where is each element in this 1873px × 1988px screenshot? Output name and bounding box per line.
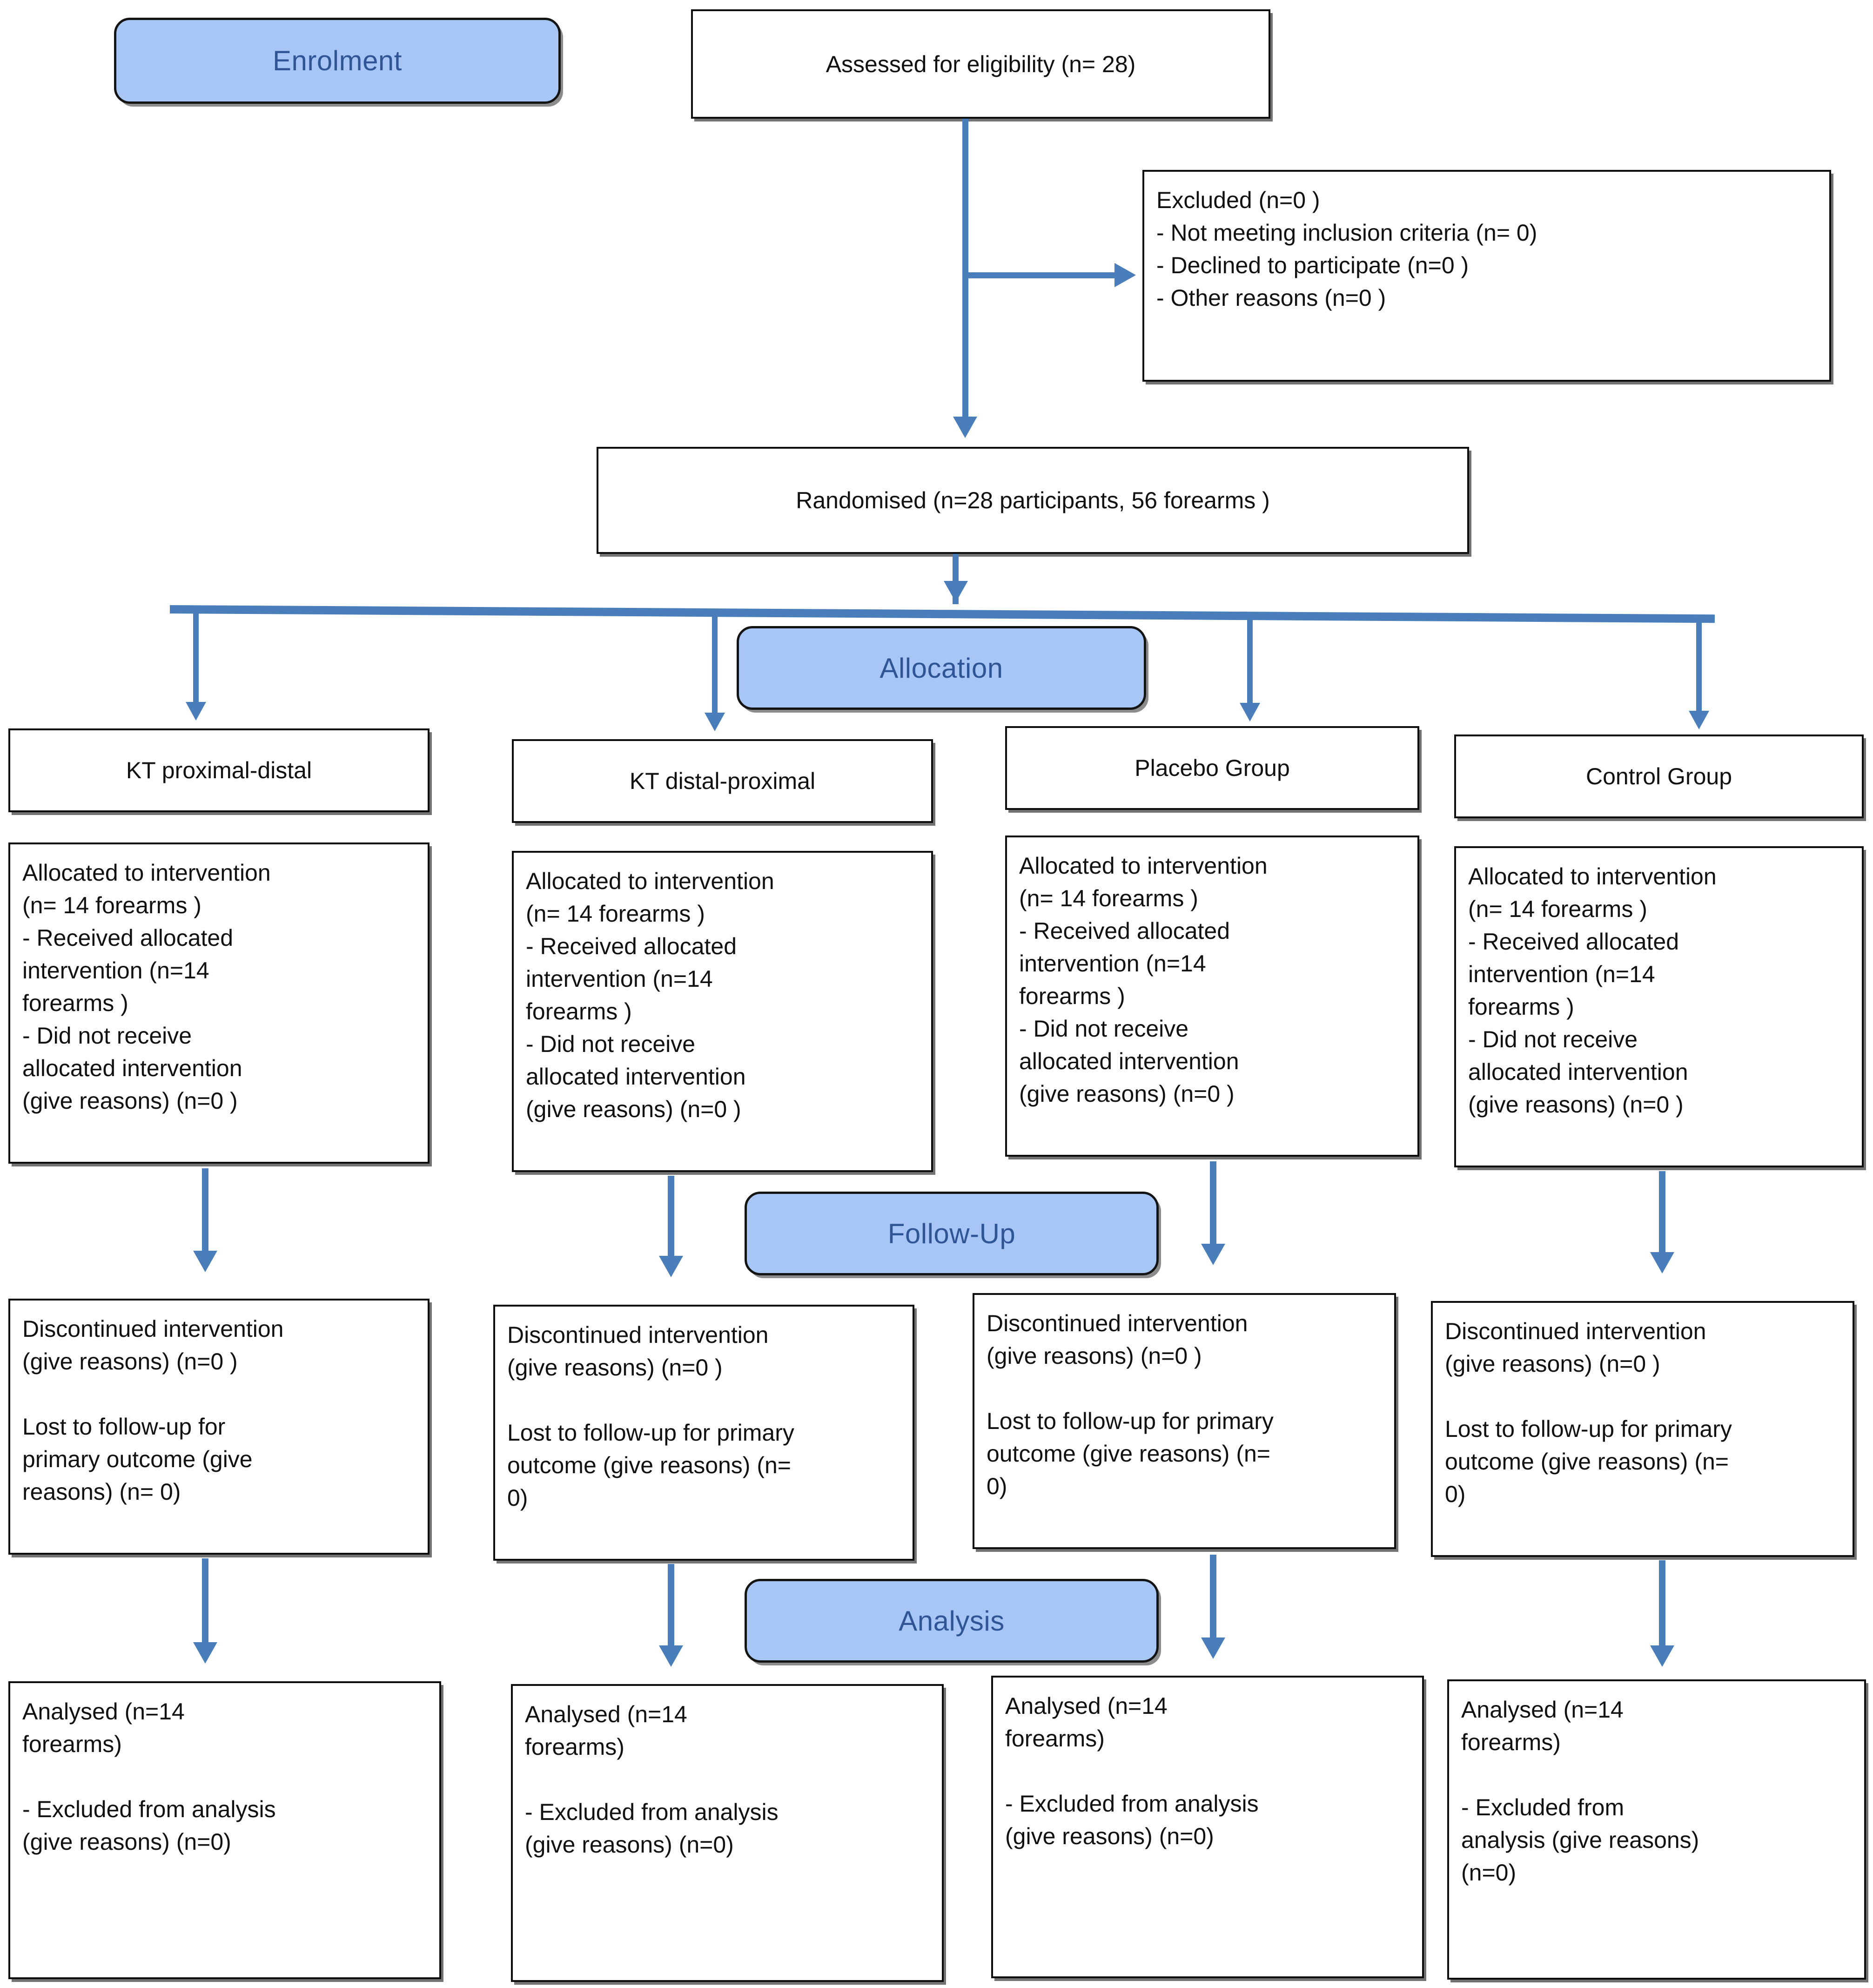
allocation-text-3: Allocated to intervention (n= 14 forearm… xyxy=(1019,853,1268,1107)
group-header-box-4: Control Group xyxy=(1454,735,1864,818)
followup-box-2: Discontinued intervention (give reasons)… xyxy=(493,1305,914,1561)
arrowhead-split-to-column-3 xyxy=(1240,703,1260,721)
randomised-box: Randomised (n=28 participants, 56 forear… xyxy=(597,447,1469,554)
stage-banner-enrolment: Enrolment xyxy=(114,18,561,104)
connector-split-to-column-3 xyxy=(1247,615,1253,708)
arrowhead-followup-to-analysis-1 xyxy=(193,1642,217,1664)
allocation-box-2: Allocated to intervention (n= 14 forearm… xyxy=(512,851,933,1172)
group-header-label-2: KT distal-proximal xyxy=(629,768,816,794)
followup-text-1: Discontinued intervention (give reasons)… xyxy=(22,1316,284,1505)
allocation-text-4: Allocated to intervention (n= 14 forearm… xyxy=(1468,863,1717,1118)
arrowhead-followup-to-analysis-3 xyxy=(1201,1638,1225,1659)
arrowhead-randomised-to-split xyxy=(944,581,968,602)
group-header-box-3: Placebo Group xyxy=(1005,726,1419,810)
stage-banner-followup-label: Follow-Up xyxy=(887,1218,1016,1249)
stage-banner-followup: Follow-Up xyxy=(745,1192,1159,1275)
stage-banner-allocation: Allocation xyxy=(737,626,1146,710)
arrowhead-allocation-to-followup-4 xyxy=(1650,1252,1674,1274)
connector-allocation-to-followup-3 xyxy=(1210,1161,1216,1247)
analysis-text-3: Analysed (n=14 forearms) - Excluded from… xyxy=(1005,1693,1259,1849)
arrowhead-allocation-to-followup-2 xyxy=(659,1256,683,1277)
connector-followup-to-analysis-1 xyxy=(202,1558,208,1647)
analysis-text-1: Analysed (n=14 forearms) - Excluded from… xyxy=(22,1698,276,1855)
analysis-text-4: Analysed (n=14 forearms) - Excluded from… xyxy=(1461,1697,1699,1886)
allocation-box-4: Allocated to intervention (n= 14 forearm… xyxy=(1454,846,1864,1167)
connector-followup-to-analysis-4 xyxy=(1659,1560,1665,1649)
followup-text-2: Discontinued intervention (give reasons)… xyxy=(507,1322,794,1511)
group-header-box-2: KT distal-proximal xyxy=(512,739,933,823)
arrowhead-split-to-column-4 xyxy=(1689,711,1709,729)
followup-box-4: Discontinued intervention (give reasons)… xyxy=(1431,1301,1854,1557)
analysis-text-2: Analysed (n=14 forearms) - Excluded from… xyxy=(525,1701,779,1858)
stage-banner-analysis: Analysis xyxy=(745,1579,1159,1663)
arrowhead-assessed-to-randomised xyxy=(953,417,977,438)
excluded-box: Excluded (n=0 ) - Not meeting inclusion … xyxy=(1142,170,1831,382)
excluded-text: Excluded (n=0 ) - Not meeting inclusion … xyxy=(1156,187,1537,311)
allocation-distribution-bar xyxy=(169,605,1715,623)
assessed-for-eligibility-text: Assessed for eligibility (n= 28) xyxy=(826,51,1136,77)
allocation-box-1: Allocated to intervention (n= 14 forearm… xyxy=(8,842,430,1164)
connector-split-to-column-4 xyxy=(1696,617,1702,715)
connector-assessed-to-randomised xyxy=(962,119,968,421)
analysis-box-2: Analysed (n=14 forearms) - Excluded from… xyxy=(511,1684,944,1982)
followup-box-1: Discontinued intervention (give reasons)… xyxy=(8,1299,430,1555)
followup-text-3: Discontinued intervention (give reasons)… xyxy=(987,1310,1274,1499)
connector-split-to-column-1 xyxy=(193,611,199,706)
connector-assessed-to-excluded xyxy=(968,272,1120,278)
connector-followup-to-analysis-2 xyxy=(668,1564,674,1650)
followup-text-4: Discontinued intervention (give reasons)… xyxy=(1445,1318,1732,1507)
randomised-text: Randomised (n=28 participants, 56 forear… xyxy=(796,487,1270,513)
arrowhead-split-to-column-2 xyxy=(705,713,725,731)
assessed-for-eligibility-box: Assessed for eligibility (n= 28) xyxy=(691,9,1270,119)
analysis-box-4: Analysed (n=14 forearms) - Excluded from… xyxy=(1447,1679,1866,1980)
connector-allocation-to-followup-1 xyxy=(202,1168,208,1254)
analysis-box-3: Analysed (n=14 forearms) - Excluded from… xyxy=(991,1676,1424,1978)
stage-banner-allocation-label: Allocation xyxy=(879,652,1003,684)
group-header-label-3: Placebo Group xyxy=(1135,755,1290,781)
allocation-box-3: Allocated to intervention (n= 14 forearm… xyxy=(1005,836,1419,1157)
arrowhead-split-to-column-1 xyxy=(186,702,206,721)
connector-allocation-to-followup-2 xyxy=(668,1176,674,1260)
arrowhead-followup-to-analysis-4 xyxy=(1650,1645,1674,1667)
arrowhead-assessed-to-excluded xyxy=(1114,263,1136,287)
group-header-box-1: KT proximal-distal xyxy=(8,728,430,812)
connector-followup-to-analysis-3 xyxy=(1210,1555,1216,1641)
arrowhead-followup-to-analysis-2 xyxy=(659,1645,683,1667)
analysis-box-1: Analysed (n=14 forearms) - Excluded from… xyxy=(8,1681,441,1979)
arrowhead-allocation-to-followup-1 xyxy=(193,1251,217,1272)
stage-banner-analysis-label: Analysis xyxy=(899,1605,1005,1637)
group-header-label-1: KT proximal-distal xyxy=(126,757,312,783)
allocation-text-2: Allocated to intervention (n= 14 forearm… xyxy=(526,868,774,1122)
followup-box-3: Discontinued intervention (give reasons)… xyxy=(973,1293,1396,1549)
stage-banner-enrolment-label: Enrolment xyxy=(273,45,402,76)
allocation-text-1: Allocated to intervention (n= 14 forearm… xyxy=(22,860,271,1114)
arrowhead-allocation-to-followup-3 xyxy=(1201,1244,1225,1265)
connector-allocation-to-followup-4 xyxy=(1659,1171,1665,1256)
connector-split-to-column-2 xyxy=(712,613,718,717)
group-header-label-4: Control Group xyxy=(1585,763,1732,789)
